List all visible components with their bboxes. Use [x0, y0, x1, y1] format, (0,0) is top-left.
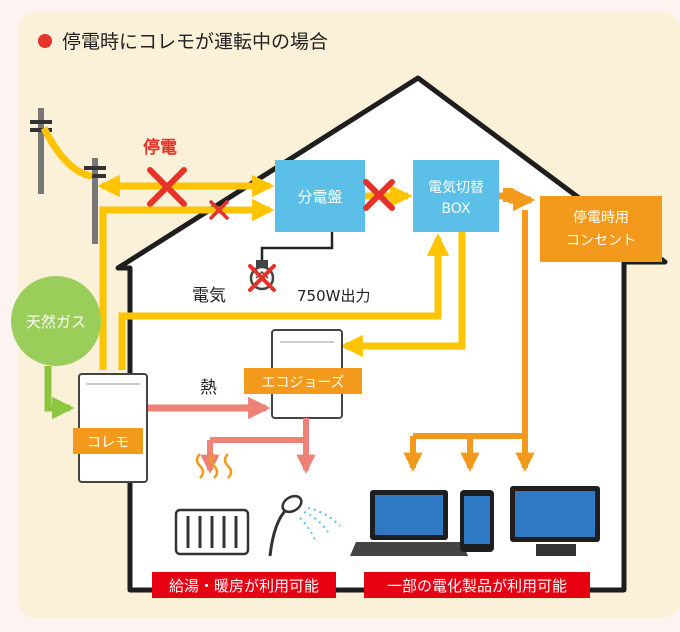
ecojozu-badge	[244, 368, 362, 394]
switch-box-label-1: 電気切替	[428, 180, 484, 196]
cross-mark-coremo-board	[209, 200, 229, 220]
shower-icon	[268, 494, 341, 557]
plug-icon	[503, 188, 513, 202]
emergency-outlet	[540, 196, 662, 262]
cross-mark-grid	[147, 167, 187, 207]
switch-to-ecojozu-line	[340, 232, 466, 358]
caption-appliances-box	[364, 572, 590, 598]
gas-flow-line	[44, 366, 75, 420]
coremo-output-line	[99, 198, 275, 370]
outage-label: 停電	[143, 137, 177, 158]
laptop-icon	[350, 490, 468, 556]
distribution-board	[275, 160, 365, 232]
emergency-outlet-label-2: コンセント	[566, 233, 636, 249]
coremo-badge	[73, 428, 143, 454]
emergency-outlet-label-1: 停電時用	[573, 209, 629, 226]
bulb-wire	[260, 232, 334, 262]
utility-pole-icon	[30, 108, 106, 244]
switch-box	[413, 160, 499, 232]
distribution-board-label: 分電盤	[297, 188, 342, 206]
caption-appliances: 一部の電化製品が利用可能	[387, 577, 567, 595]
monitor-icon	[510, 486, 600, 556]
title-bullet	[38, 34, 52, 48]
electricity-label: 電気	[192, 286, 226, 306]
ecojozu-label: エコジョーズ	[261, 375, 344, 391]
title: 停電時にコレモが運転中の場合	[62, 31, 328, 53]
caption-hotwater-box	[152, 572, 336, 598]
output-label: 750W出力	[297, 287, 370, 305]
caption-hotwater: 給湯・暖房が利用可能	[169, 577, 319, 595]
switch-box-label-2: BOX	[441, 201, 470, 217]
natural-gas-label: 天然ガス	[26, 313, 86, 331]
smartphone-icon	[460, 490, 494, 552]
coremo-label: コレモ	[87, 435, 129, 451]
natural-gas-circle	[11, 276, 101, 366]
output-line	[118, 233, 450, 370]
cross-mark-board-switch	[363, 179, 395, 211]
radiator-icon	[174, 453, 250, 556]
heat-label: 熱	[200, 378, 217, 398]
cross-mark-bulb	[248, 264, 276, 292]
